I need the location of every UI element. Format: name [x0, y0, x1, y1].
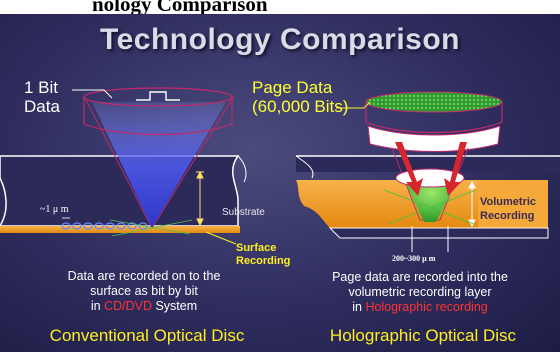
callout-line-right — [336, 101, 371, 109]
top-clipped-heading-text: nology Comparison — [92, 0, 268, 14]
slide-title: Technology Comparison — [100, 23, 460, 56]
holographic-recording-highlight: Holographic recording — [365, 300, 488, 314]
holographic-description-line3: in Holographic recording — [288, 300, 552, 315]
surface-recording-label: Surface Recording — [236, 242, 291, 267]
bit-size-label: ~1 μ m — [40, 204, 69, 215]
substrate-label: Substrate — [222, 207, 265, 218]
objective-lens-white — [367, 125, 501, 152]
holographic-description-line1: Page data are recorded into the — [332, 270, 508, 284]
one-bit-pulse — [136, 91, 180, 101]
recorded-bits — [61, 222, 148, 230]
holographic-disc-caption: Holographic Optical Disc — [329, 326, 517, 345]
recording-depth-label: 200~300 μ m — [392, 254, 436, 263]
callout-line-left — [72, 89, 113, 99]
volumetric-recording-label: Volumetric Recording — [480, 196, 537, 222]
left-disc-right-edge — [237, 155, 247, 183]
conventional-disc-diagram — [0, 87, 247, 245]
lens-body — [83, 97, 233, 136]
conventional-description-line2: surface as bit by bit — [90, 284, 198, 298]
conventional-description-line1: Data are recorded on to the — [67, 269, 221, 283]
conventional-description-line3: in CD/DVD System — [22, 299, 266, 314]
surface-pointer — [205, 231, 237, 245]
substrate-dimension — [196, 170, 204, 227]
slide: Technology Comparison 1 Bit Data Page Da… — [0, 14, 560, 352]
conventional-description-prefix: in — [90, 299, 105, 313]
holographic-description: Page data are recorded into the volumetr… — [288, 270, 552, 315]
conventional-description: Data are recorded on to the surface as b… — [22, 269, 266, 314]
tracking-lines — [109, 219, 193, 237]
left-disc-slab — [0, 155, 240, 227]
laser-beam-arrows — [395, 142, 467, 196]
one-bit-data-label: 1 Bit Data — [24, 78, 60, 116]
right-disc-notch — [295, 155, 314, 179]
holographic-description-line2: volumetric recording layer — [348, 285, 492, 299]
page-data-label: Page Data (60,000 Bits) — [252, 78, 349, 116]
holographic-description-prefix: in — [352, 300, 366, 314]
cd-dvd-highlight: CD/DVD — [104, 299, 152, 313]
conventional-description-suffix: System — [151, 299, 198, 313]
volumetric-label-box — [478, 180, 548, 228]
top-clipped-heading: nology Comparison — [0, 0, 560, 14]
right-disc-top-surface — [296, 156, 560, 172]
conventional-disc-caption: Conventional Optical Disc — [49, 326, 245, 345]
comparison-diagram — [0, 87, 560, 252]
holographic-disc-diagram — [295, 91, 560, 252]
range-dimension — [411, 226, 449, 252]
right-disc-bottom — [328, 227, 549, 239]
reference-beam-lines — [383, 189, 477, 225]
objective-lens-top — [365, 102, 503, 134]
